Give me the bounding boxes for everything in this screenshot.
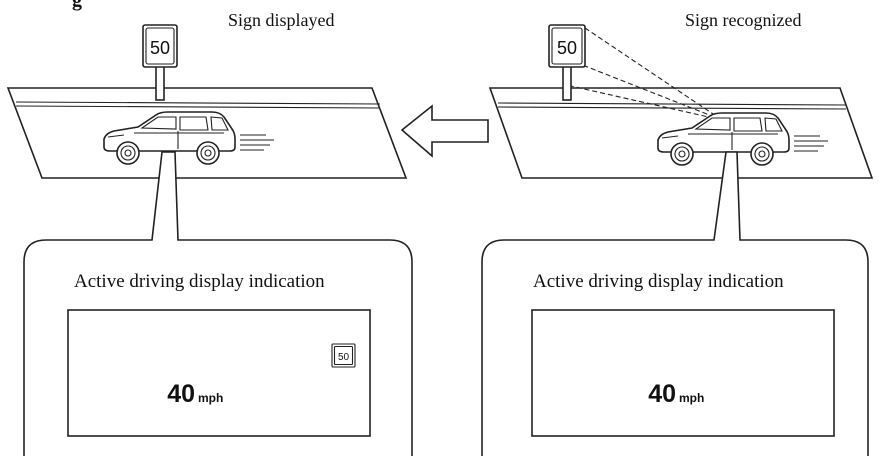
left-road-scene: 50: [6, 24, 408, 179]
left-display-callout: Active driving display indication 50 40 …: [23, 151, 413, 456]
left-speed-unit: mph: [198, 391, 223, 405]
right-car: [657, 112, 829, 166]
left-speed-value: 40: [167, 380, 195, 408]
left-display-sign-icon: 50: [331, 343, 356, 368]
left-roadside-sign: 50: [142, 24, 178, 68]
title-fragment: g: [72, 0, 82, 11]
left-caption: Sign displayed: [228, 10, 335, 30]
svg-text:50: 50: [338, 352, 350, 363]
right-road-scene: 50: [488, 24, 874, 179]
right-speed-unit: mph: [679, 391, 704, 405]
right-display-callout: Active driving display indication 40 mph: [481, 151, 869, 456]
left-road: [6, 87, 408, 179]
right-caption: Sign recognized: [685, 10, 801, 30]
left-display-screen: [67, 309, 371, 437]
right-roadside-sign: 50: [548, 24, 586, 68]
camera-detection-lines: [570, 27, 723, 121]
right-sign-pole: [562, 65, 572, 101]
left-sign-value: 50: [150, 38, 170, 58]
right-sign-value: 50: [557, 38, 577, 58]
right-display-screen: [531, 309, 835, 437]
left-display-caption: Active driving display indication: [74, 271, 325, 292]
arrow-left-icon: [400, 104, 489, 158]
right-display-caption: Active driving display indication: [533, 271, 784, 292]
right-road: [488, 87, 874, 179]
left-sign-pole: [155, 65, 165, 101]
right-speed-value: 40: [648, 380, 676, 408]
left-car: [103, 111, 275, 165]
